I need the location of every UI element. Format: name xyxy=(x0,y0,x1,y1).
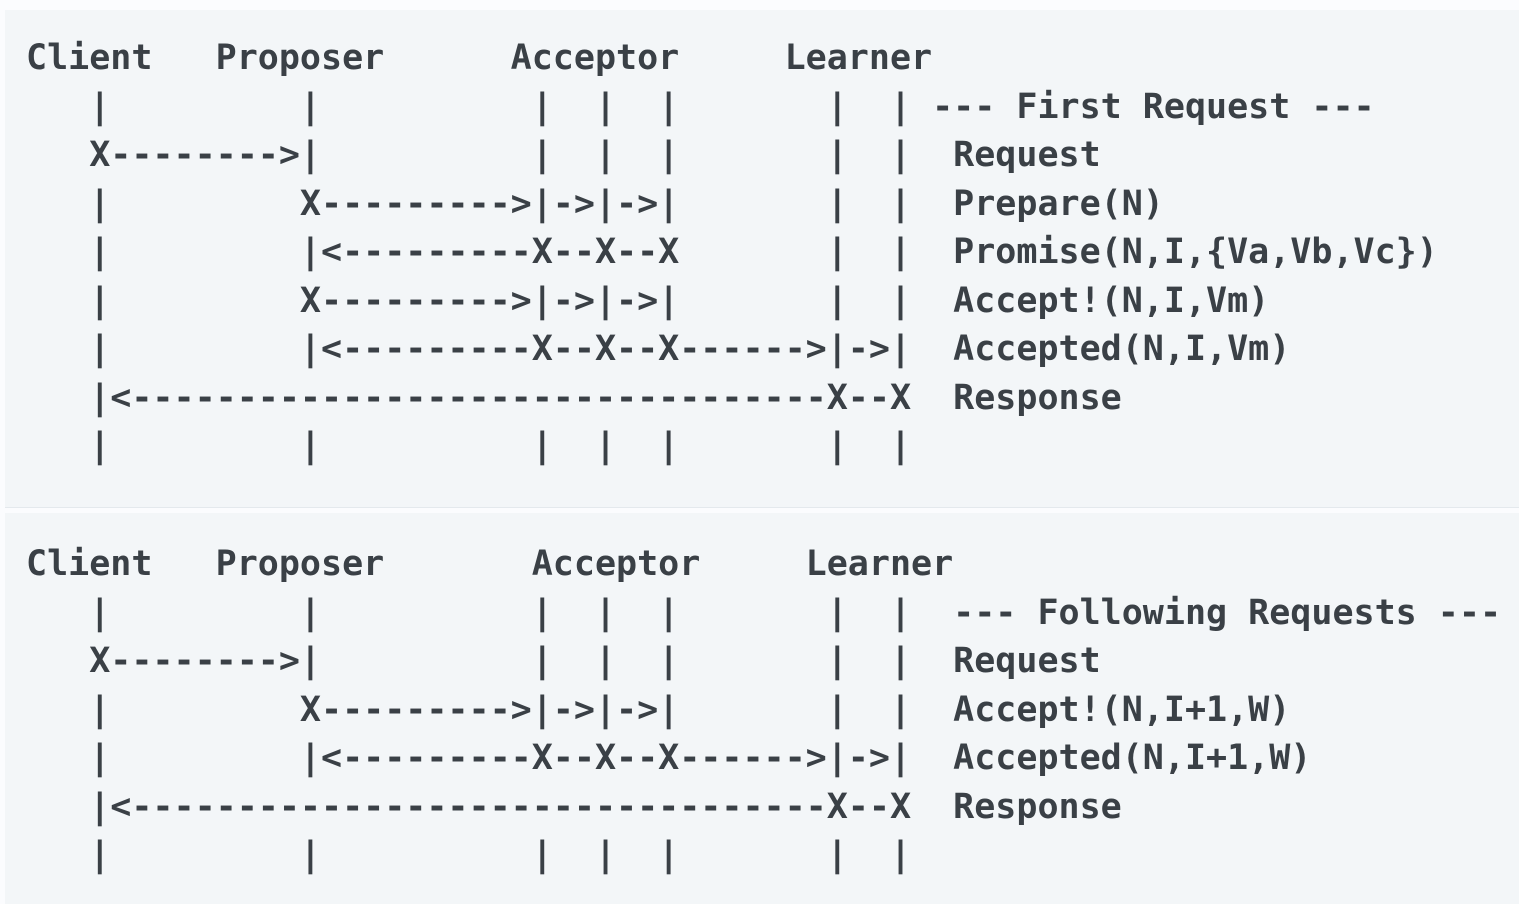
block-divider xyxy=(5,507,1519,508)
paxos-following-requests-diagram: Client Proposer Acceptor Learner | | | |… xyxy=(5,513,1519,904)
paxos-first-request-diagram: Client Proposer Acceptor Learner | | | |… xyxy=(5,10,1519,507)
